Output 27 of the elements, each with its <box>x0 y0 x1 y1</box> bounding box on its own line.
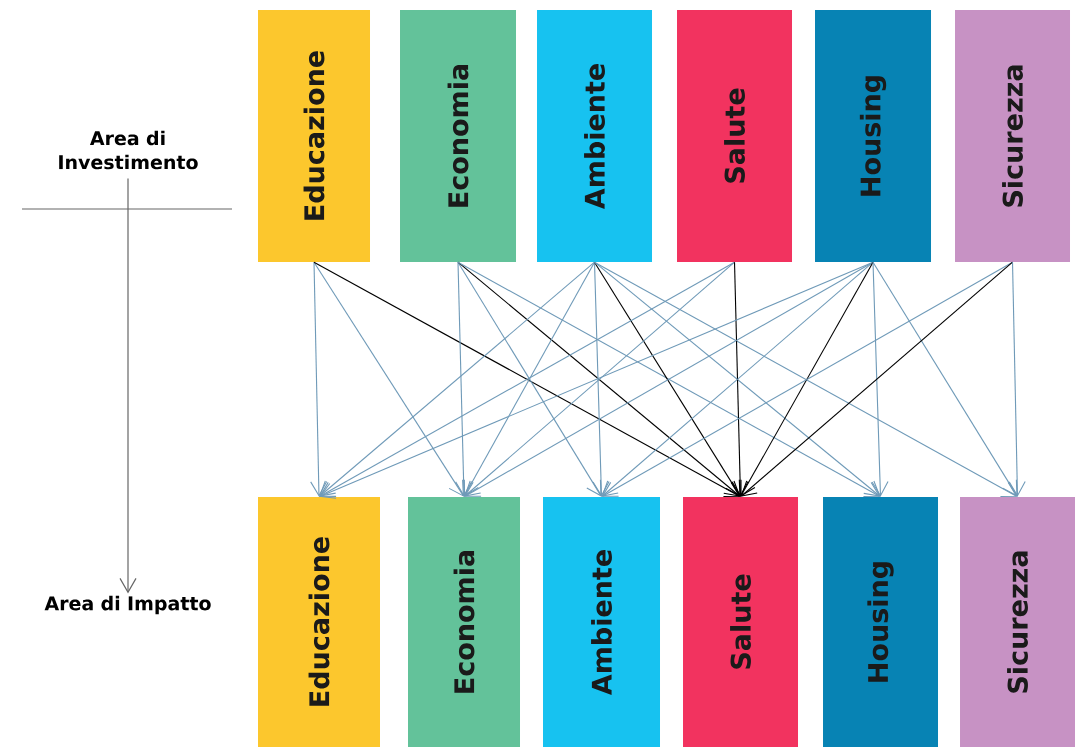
arrow <box>1008 261 1026 497</box>
arrow <box>310 261 328 497</box>
category-box: Sicurezza <box>960 497 1075 747</box>
category-box: Housing <box>815 10 931 262</box>
arrow <box>119 177 137 594</box>
category-box: Sicurezza <box>955 10 1070 262</box>
category-box: Ambiente <box>543 497 660 747</box>
category-box: Economia <box>400 10 516 262</box>
arrow <box>731 261 749 497</box>
arrow <box>593 261 741 497</box>
axis-label: Area di Impatto <box>44 595 211 615</box>
category-box: Educazione <box>258 10 370 262</box>
category-box: Ambiente <box>537 10 652 262</box>
category-box: Economia <box>408 497 520 747</box>
arrow <box>871 261 889 497</box>
arrow <box>592 261 610 497</box>
arrow <box>313 261 464 497</box>
category-box: Salute <box>683 497 798 747</box>
axis-label: Area di Investimento <box>59 130 198 170</box>
arrow <box>740 261 874 497</box>
arrow <box>740 261 1014 497</box>
category-box: Educazione <box>258 497 380 747</box>
arrow <box>872 261 1018 497</box>
arrow <box>455 261 473 497</box>
category-box: Housing <box>823 497 938 747</box>
arrow <box>319 261 596 497</box>
category-box: Salute <box>677 10 792 262</box>
